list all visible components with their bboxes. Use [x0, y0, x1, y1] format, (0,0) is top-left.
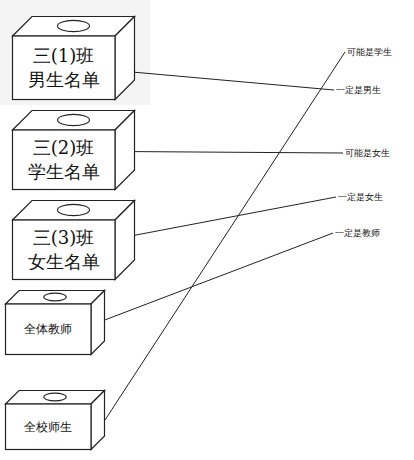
box-label: 学生名单 [28, 160, 100, 184]
box-label: 三(1)班 [33, 44, 95, 68]
answer-text: 可能是学生 [347, 46, 392, 58]
answer-label: 可能是女生 [345, 147, 390, 159]
box-label: 全体教师 [24, 322, 72, 337]
list-box: 三(1)班男生名单 [12, 16, 135, 100]
box-top [13, 201, 135, 221]
answer-label: 可能是学生 [347, 46, 392, 58]
box-top [13, 17, 135, 37]
match-line [105, 52, 345, 420]
box-face: 全体教师 [5, 304, 91, 355]
box-label: 全校师生 [24, 420, 72, 435]
box-face: 三(3)班女生名单 [12, 220, 115, 280]
box-front [13, 130, 116, 190]
box-front [6, 404, 92, 450]
box-top [13, 111, 135, 131]
answer-text: 一定是男生 [336, 84, 381, 96]
box-face: 全校师生 [5, 404, 91, 450]
box-slot [58, 20, 90, 31]
box-front [13, 36, 116, 100]
shade-area [0, 0, 150, 105]
box-label: 三(2)班 [33, 136, 95, 160]
box-label: 男生名单 [28, 68, 100, 92]
answer-text: 一定是教师 [335, 227, 380, 239]
box-label: 三(3)班 [33, 226, 95, 250]
list-box: 三(2)班学生名单 [12, 110, 135, 190]
answer-label: 一定是男生 [336, 84, 381, 96]
box-face: 三(1)班男生名单 [12, 36, 115, 100]
box-side [115, 201, 135, 280]
match-line [135, 152, 343, 153]
box-slot [44, 393, 66, 401]
box-slot [44, 293, 66, 301]
box-side [91, 391, 105, 450]
answer-text: 一定是女生 [338, 191, 383, 203]
box-side [91, 291, 105, 355]
box-front [6, 304, 92, 355]
box-front [13, 220, 116, 280]
box-label: 女生名单 [28, 250, 100, 274]
box-top [6, 291, 105, 305]
match-line [135, 72, 334, 90]
box-slot [58, 114, 90, 125]
list-box: 三(3)班女生名单 [12, 200, 135, 280]
box-side [115, 111, 135, 190]
box-face: 三(2)班学生名单 [12, 130, 115, 190]
answer-label: 一定是女生 [338, 191, 383, 203]
box-top [6, 391, 105, 405]
list-box: 全体教师 [5, 290, 105, 355]
list-box: 全校师生 [5, 390, 105, 450]
answer-label: 一定是教师 [335, 227, 380, 239]
answer-text: 可能是女生 [345, 147, 390, 159]
box-slot [58, 204, 90, 215]
match-line [135, 197, 336, 235]
box-side [115, 17, 135, 100]
match-line [105, 233, 333, 320]
